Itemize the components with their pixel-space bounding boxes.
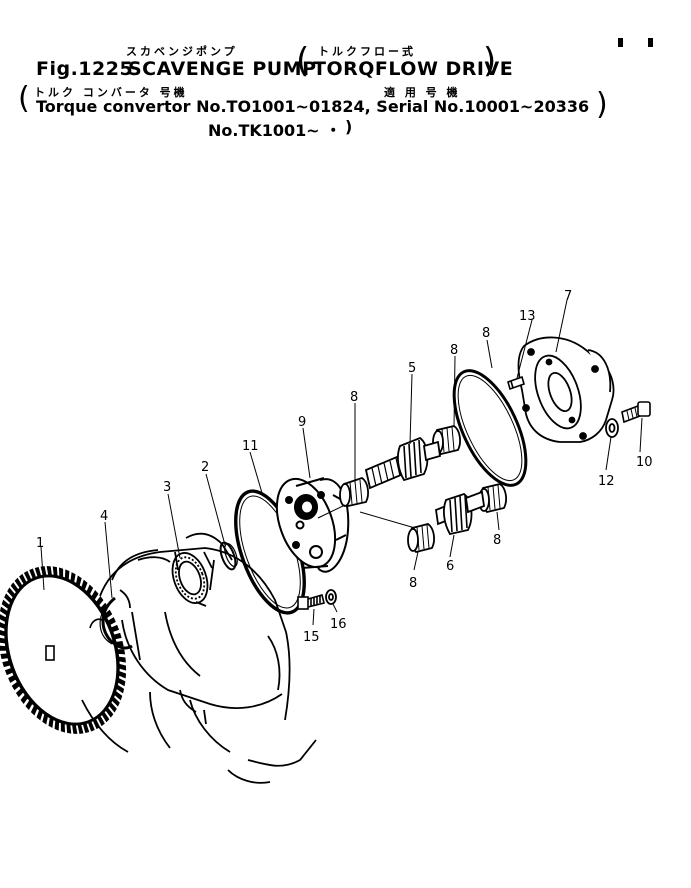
paren-mark: ) (483, 41, 497, 81)
callout-6: 6 (446, 559, 454, 574)
part-1-gear (0, 566, 127, 734)
leader-lines (40, 299, 643, 626)
callout-11: 12 (598, 474, 615, 489)
figure-title-paren: TORQFLOW DRIVE (313, 58, 514, 80)
part-3-bearing (171, 551, 213, 607)
callout-9: 8 (482, 326, 490, 341)
part-8-bearing (339, 477, 369, 507)
callout-1: 1 (36, 536, 44, 551)
callout-12: 9 (298, 415, 306, 430)
callout-2: 2 (201, 460, 209, 475)
paren-mark: ) (345, 117, 353, 136)
callout-8d: 8 (409, 576, 417, 591)
part-11-washer (605, 418, 619, 438)
part-10-bolt (621, 401, 651, 424)
jp-title-paren: トルクフロー式 (318, 45, 416, 58)
callout-15: 15 (303, 630, 320, 645)
callout-7: 7 (564, 289, 572, 304)
callout-8b: 8 (450, 343, 458, 358)
part-9-o-ring (452, 369, 528, 487)
part-13-pin (507, 375, 525, 391)
jp-subtitle-left: トルク コンバータ 号機 (34, 86, 188, 99)
applicability-line-2: No.TK1001∼ ・ (208, 121, 342, 140)
pump-housing (81, 532, 317, 784)
jp-subtitle-right: 適 用 号 機 (384, 86, 461, 99)
callout-14: 11 (242, 439, 259, 454)
diagram-header: スカベンジポンプ ( トルクフロー式 ) Fig.1225 SCAVENGE P… (0, 0, 691, 140)
callout-8a: 8 (350, 390, 358, 405)
part-4-snap-ring (89, 596, 133, 650)
corner-mark (618, 38, 623, 47)
callout-8c: 8 (493, 533, 501, 548)
paren-mark: ( (296, 41, 310, 81)
jp-title: スカベンジポンプ (126, 45, 238, 58)
callout-3: 3 (163, 480, 171, 495)
callout-10: 10 (636, 455, 653, 470)
figure-label: Fig.1225 (36, 58, 134, 80)
part-15-bolt (297, 594, 325, 610)
corner-mark (648, 38, 653, 47)
part-12-pump-body (275, 477, 350, 573)
part-2-shim (219, 541, 238, 571)
paren-mark: ) (596, 87, 608, 122)
paren-mark: ( (18, 81, 30, 116)
callout-4: 4 (100, 509, 108, 524)
part-6-driven-gear (435, 490, 485, 536)
part-7-cover (517, 336, 615, 443)
part-5-drive-shaft (364, 436, 442, 490)
figure-title: SCAVENGE PUMP (128, 58, 317, 80)
callouts: 1 4 3 2 11 9 8 5 8 8 13 7 12 10 8 8 6 15… (36, 289, 653, 645)
callout-16: 16 (330, 617, 347, 632)
callout-13: 13 (519, 309, 536, 324)
part-8-bearing (407, 523, 435, 553)
callout-5: 5 (408, 361, 416, 376)
part-16-washer (325, 589, 337, 605)
applicability-line-1: Torque convertor No.TO1001∼01824, Serial… (36, 97, 590, 116)
